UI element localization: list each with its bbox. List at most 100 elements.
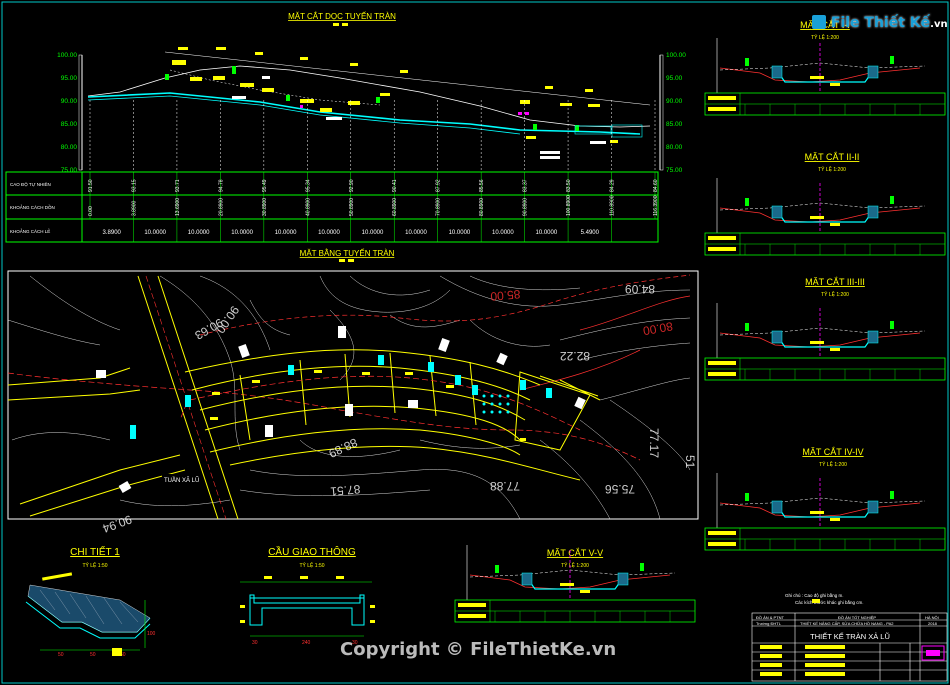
contour-label: 85.00 xyxy=(489,287,520,304)
detail-dim-4: 100 xyxy=(147,631,156,637)
section-design-line xyxy=(719,202,926,211)
segment-spacing: 10.0000 xyxy=(275,230,297,236)
tb-logo xyxy=(921,645,945,661)
section-table-label xyxy=(708,542,736,546)
section-table-label xyxy=(708,531,736,535)
bridge-title: CẦU GIAO THÔNG xyxy=(268,545,356,558)
contour-label: 51 xyxy=(683,455,697,469)
natural-elevation: 85.56 xyxy=(479,179,485,192)
section-design-line xyxy=(719,62,926,71)
section-wall-right xyxy=(617,572,629,586)
bridge-dim-3: 30 xyxy=(352,640,358,646)
section-marker xyxy=(745,58,749,66)
tb-school: Trường ĐHTL xyxy=(756,621,782,626)
y-tick-right: 95.00 xyxy=(666,75,683,82)
row-label-dist: KHOẢNG CÁCH DỒN xyxy=(10,204,55,210)
section-wall-right xyxy=(867,65,879,79)
section-table-label xyxy=(708,372,736,376)
watermark-top-suffix: .vn xyxy=(930,19,948,30)
tb-project: ĐỒ ÁN TỐT NGHIỆP xyxy=(838,615,876,620)
natural-elevation: 87.92 xyxy=(436,179,442,192)
tb-desc: THIẾT KẾ NÂNG CẤP, SỬA CHỮA HỒ NANG - PA… xyxy=(800,621,894,626)
y-tick-left: 75.00 xyxy=(61,167,78,174)
y-tick-left: 95.00 xyxy=(61,75,78,82)
contour-label: 88.89 xyxy=(326,435,359,461)
segment-spacing: 5.4900 xyxy=(581,230,600,236)
section-title: MẶT CẮT IV-IV xyxy=(802,447,863,457)
section-scale: TỶ LỆ 1:200 xyxy=(818,165,846,173)
tb-drawing-title: THIẾT KẾ TRÀN XẢ LŨ xyxy=(810,631,890,641)
design-line xyxy=(87,92,641,135)
section-title: MẶT CẮT II-II xyxy=(805,152,860,162)
section-label-bar xyxy=(830,518,840,521)
detail-dim-2: 50 xyxy=(90,652,96,658)
natural-elevation: 91.50 xyxy=(88,179,94,192)
natural-elevation: 93.15 xyxy=(131,179,137,192)
cross-section-4: MẶT CẮT IV-IV TỶ LỆ 1:200 xyxy=(704,447,946,551)
natural-elevation: 92.90 xyxy=(349,179,355,192)
cumulative-distance: 116.3900 xyxy=(653,195,659,216)
title-block xyxy=(751,612,948,682)
cumulative-distance: 20.8900 xyxy=(218,198,224,216)
y-tick-right: 75.00 xyxy=(666,167,683,174)
section-marker xyxy=(745,198,749,206)
section-wall-right xyxy=(867,205,879,219)
y-tick-left: 100.00 xyxy=(57,52,77,59)
watermark-bottom: Copyright © FileThietKe.vn xyxy=(340,639,617,660)
cumulative-distance: 40.8900 xyxy=(305,198,311,216)
segment-spacing: 10.0000 xyxy=(535,230,557,236)
segment-spacing: 10.0000 xyxy=(188,230,210,236)
contour-label: 77.17 xyxy=(647,428,661,458)
cross-section-5: MẶT CẮT V-VTỶ LỆ 1:200 xyxy=(454,545,696,623)
y-tick-right: 90.00 xyxy=(666,98,683,105)
natural-elevation: 83.37 xyxy=(523,179,529,192)
detail-dim-1: 50 xyxy=(58,652,64,658)
contour-label: 90.94 xyxy=(100,512,133,536)
segment-spacing: 10.0000 xyxy=(492,230,514,236)
detail-1: CHI TIẾT 1 TỶ LỆ 1:50 50 50 50 100 xyxy=(25,545,156,658)
segment-spacing: 10.0000 xyxy=(449,230,471,236)
section-label-bar xyxy=(810,76,824,79)
section-marker xyxy=(890,321,894,329)
tb-city: HÀ NỘI xyxy=(925,615,939,620)
bridge-dim-1: 30 xyxy=(252,640,258,646)
section-wall-left xyxy=(771,330,783,344)
section-marker xyxy=(745,323,749,331)
cumulative-distance: 30.8900 xyxy=(262,198,268,216)
section-label-bar xyxy=(810,341,824,344)
y-tick-left: 80.00 xyxy=(61,144,78,151)
section-label-bar xyxy=(580,590,590,593)
section-marker xyxy=(890,491,894,499)
detail-title: CHI TIẾT 1 xyxy=(70,545,120,558)
section-wall-right xyxy=(867,500,879,514)
segment-spacing: 10.0000 xyxy=(362,230,384,236)
note-line-1: Ghi chú : Cao độ ghi bằng m. xyxy=(785,592,844,598)
cumulative-distance: 50.8900 xyxy=(349,198,355,216)
section-table-label xyxy=(708,236,736,240)
watermark-top-text: File Thiết Kế xyxy=(830,15,931,31)
section-marker xyxy=(640,563,644,571)
longitudinal-profile: MẶT CẮT DỌC TUYẾN TRÀN 100.00 95.00 90.00 8… xyxy=(5,11,686,243)
section-table-label xyxy=(708,247,736,251)
watermark-top: File Thiết Kế.vn xyxy=(812,15,948,31)
natural-elevation: 84.29 xyxy=(610,179,616,192)
segment-spacing: 3.8900 xyxy=(103,230,122,236)
note-line-2: Các kích thước khác ghi bằng cm. xyxy=(795,599,864,605)
section-design-line xyxy=(719,497,926,506)
segment-spacing: 10.0000 xyxy=(144,230,166,236)
plan-title: MẶT BẰNG TUYẾN TRÀN xyxy=(300,248,395,258)
contour-label: 87.51 xyxy=(329,482,360,499)
natural-elevation: 84.60 xyxy=(653,179,659,192)
natural-elevation: 94.78 xyxy=(218,179,224,192)
cumulative-distance: 60.8900 xyxy=(392,198,398,216)
section-marker xyxy=(745,493,749,501)
section-marker xyxy=(495,565,499,573)
section-scale: TỶ LỆ 1:200 xyxy=(819,460,847,468)
tb-dept: ĐỒ ÁN & PTNT xyxy=(756,615,785,620)
cumulative-distance: 90.8900 xyxy=(523,198,529,216)
natural-elevation: 95.49 xyxy=(262,179,268,192)
profile-title: MẶT CẮT DỌC TUYẾN TRÀN xyxy=(288,11,396,21)
